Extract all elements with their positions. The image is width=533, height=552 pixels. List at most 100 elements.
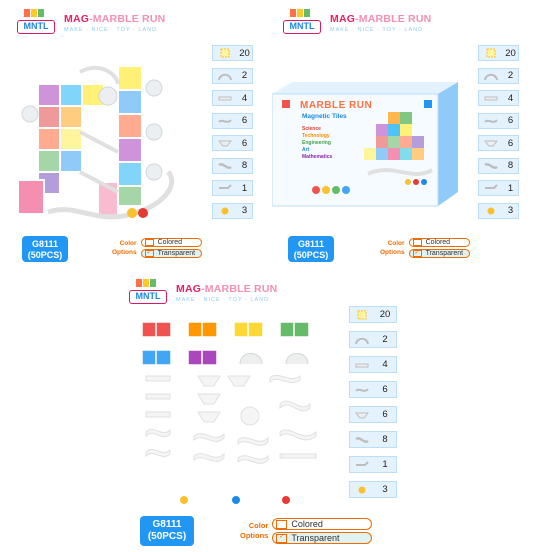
brand-logo: MNTL (14, 8, 58, 38)
brand-tagline: MAKE · NICE · TOY · LAND (330, 27, 424, 33)
panel-assembled: MNTL MAG-MARBLE RUN MAKE · NICE · TOY · … (0, 0, 266, 270)
count-row-s-track: 8 (212, 157, 253, 174)
count-value: 6 (507, 137, 514, 149)
curve-track-icon (479, 69, 503, 83)
count-value: 6 (241, 115, 248, 126)
count-row-end-track: 1 (212, 180, 253, 196)
piece-counts-list: 20 2 4 6 6 8 1 3 (212, 45, 253, 225)
checkbox-colored[interactable] (412, 239, 422, 246)
logo-blocks-icon (24, 9, 44, 17)
logo-blocks-icon (136, 279, 156, 287)
brand-logo: MNTL (280, 8, 324, 38)
checkbox-colored[interactable] (276, 519, 288, 529)
option-colored[interactable]: Colored (272, 518, 373, 530)
product-pcs: (50PCS) (147, 531, 187, 542)
count-value: 8 (241, 160, 248, 171)
count-row-s-track: 8 (349, 431, 397, 448)
count-row-wave-track: 6 (349, 381, 397, 398)
option-transparent[interactable]: ✓Transparent (140, 249, 203, 258)
square-tile-icon (479, 46, 503, 60)
option-colored[interactable]: Colored (408, 238, 471, 247)
count-row-square-tile: 20 (478, 45, 519, 61)
subject-mathematics: Mathematics (302, 154, 333, 160)
curve-track-icon (350, 333, 374, 347)
wave-track-icon (350, 383, 374, 397)
product-code: G8111 (152, 519, 182, 530)
count-value: 2 (241, 70, 248, 81)
product-pcs: (50PCS) (27, 250, 63, 260)
panel-parts: MNTL MAG-MARBLE RUN MAKE · NICE · TOY · … (120, 270, 533, 552)
option-transparent[interactable]: ✓Transparent (272, 532, 373, 544)
logo-text: MNTL (17, 20, 55, 34)
count-value: 20 (379, 309, 391, 320)
count-value: 3 (507, 205, 514, 216)
s-track-icon (213, 159, 237, 173)
straight-track-icon (479, 91, 503, 105)
checkmark-icon[interactable]: ✓ (412, 250, 422, 257)
count-value: 3 (382, 484, 388, 495)
box-subtitle: Magnetic Tiles (302, 113, 347, 120)
subject-art: Art (302, 147, 310, 153)
product-code: G8111 (31, 239, 59, 249)
brand-header: MNTL MAG-MARBLE RUN MAKE · NICE · TOY · … (126, 278, 277, 308)
count-row-straight-track: 4 (478, 90, 519, 106)
count-value: 3 (241, 205, 248, 216)
brand-tagline: MAKE · NICE · TOY · LAND (64, 27, 158, 33)
curve-track-icon (213, 69, 237, 83)
count-row-curve-track: 2 (478, 67, 519, 84)
ball-blue (232, 496, 240, 504)
count-row-square-tile: 20 (349, 306, 397, 323)
ball-icon (350, 483, 374, 497)
straight-track-icon (213, 91, 237, 105)
checkmark-icon[interactable]: ✓ (144, 250, 154, 257)
count-row-s-track: 8 (478, 157, 519, 174)
count-row-wave-track: 6 (478, 112, 519, 129)
option-colored[interactable]: Colored (140, 238, 203, 247)
funnel-track-icon (350, 408, 374, 422)
brand-title-rest: -MARBLE RUN (201, 283, 278, 295)
brand-title: MAG-MARBLE RUN MAKE · NICE · TOY · LAND (330, 13, 431, 33)
square-tile-icon (213, 46, 237, 60)
checkmark-icon[interactable]: ✓ (276, 533, 288, 543)
count-value: 2 (382, 334, 388, 345)
option-transparent[interactable]: ✓Transparent (408, 249, 471, 258)
count-row-end-track: 1 (478, 180, 519, 196)
subject-technology: Technology (302, 133, 330, 139)
product-pcs: (50PCS) (293, 250, 329, 260)
end-track-icon (350, 458, 374, 472)
wave-track-icon (213, 114, 237, 128)
panel-box: MNTL MAG-MARBLE RUN MAKE · NICE · TOY · … (266, 0, 533, 270)
count-value: 4 (382, 359, 388, 370)
funnel-track-icon (213, 136, 237, 150)
count-row-square-tile: 20 (212, 45, 253, 61)
count-value: 6 (241, 137, 248, 149)
brand-title-main: MAG (330, 13, 356, 25)
funnel-track-icon (479, 136, 503, 150)
count-row-straight-track: 4 (212, 90, 253, 106)
count-value: 20 (505, 47, 516, 59)
count-row-ball: 3 (349, 481, 397, 498)
product-code-badge: G8111 (50PCS) (288, 236, 334, 262)
logo-text: MNTL (129, 290, 167, 304)
count-row-end-track: 1 (349, 456, 397, 473)
count-value: 2 (507, 70, 514, 81)
ball-red (282, 496, 290, 504)
brand-title: MAG-MARBLE RUN MAKE · NICE · TOY · LAND (176, 283, 277, 303)
count-row-curve-track: 2 (212, 67, 253, 84)
subject-science: Science (302, 126, 321, 132)
count-row-straight-track: 4 (349, 356, 397, 373)
logo-text: MNTL (283, 20, 321, 34)
subject-engineering: Engineering (302, 140, 331, 146)
product-code-badge: G8111 (50PCS) (22, 236, 68, 262)
checkbox-colored[interactable] (144, 239, 154, 246)
ball-yellow (180, 496, 188, 504)
parts-layout-image (141, 321, 317, 464)
brand-title-rest: -MARBLE RUN (89, 13, 166, 25)
logo-blocks-icon (290, 9, 310, 17)
